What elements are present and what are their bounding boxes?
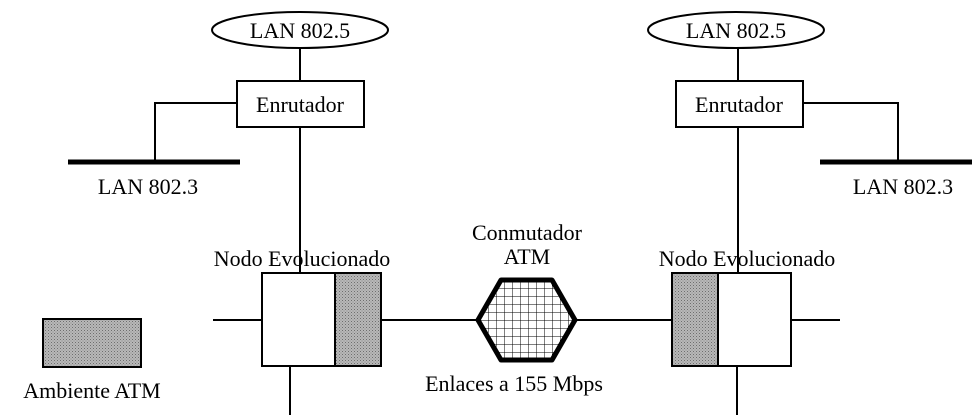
right-lan-802-5-ellipse (647, 11, 825, 49)
right-node-atm-box (671, 272, 719, 367)
left-lan-802-5-label: LAN 802.5 (250, 18, 350, 43)
right-node-white-box (717, 272, 792, 367)
left-node-label: Nodo Evolucionado (214, 246, 391, 271)
legend-atm-label: Ambiente ATM (23, 378, 161, 403)
right-branch: LAN 802.5 Enrutador LAN 802.3 Nodo Evolu… (647, 11, 972, 415)
left-branch: LAN 802.5 Enrutador LAN 802.3 Nodo Evolu… (68, 11, 391, 415)
legend: Ambiente ATM (23, 318, 161, 403)
legend-atm-swatch (42, 318, 142, 368)
right-ethernet-branch-line (803, 102, 899, 162)
left-node-white-box (261, 272, 336, 367)
left-node-atm-box (334, 272, 382, 367)
right-lan-802-3-label: LAN 802.3 (853, 174, 953, 199)
right-node-label: Nodo Evolucionado (659, 246, 836, 271)
left-lan-802-3-label: LAN 802.3 (98, 174, 198, 199)
left-router-label: Enrutador (256, 92, 345, 117)
right-lan-802-5-label: LAN 802.5 (686, 18, 786, 43)
center-switch: Conmutador ATM Enlaces a 155 Mbps (381, 220, 672, 396)
right-router-box (675, 80, 804, 128)
switch-label-line2: ATM (504, 244, 550, 269)
right-router-label: Enrutador (695, 92, 784, 117)
switch-label-line1: Conmutador (472, 220, 583, 245)
left-ethernet-branch-line (154, 102, 237, 162)
atm-switch-hexagon (475, 277, 578, 363)
links-speed-label: Enlaces a 155 Mbps (425, 371, 603, 396)
